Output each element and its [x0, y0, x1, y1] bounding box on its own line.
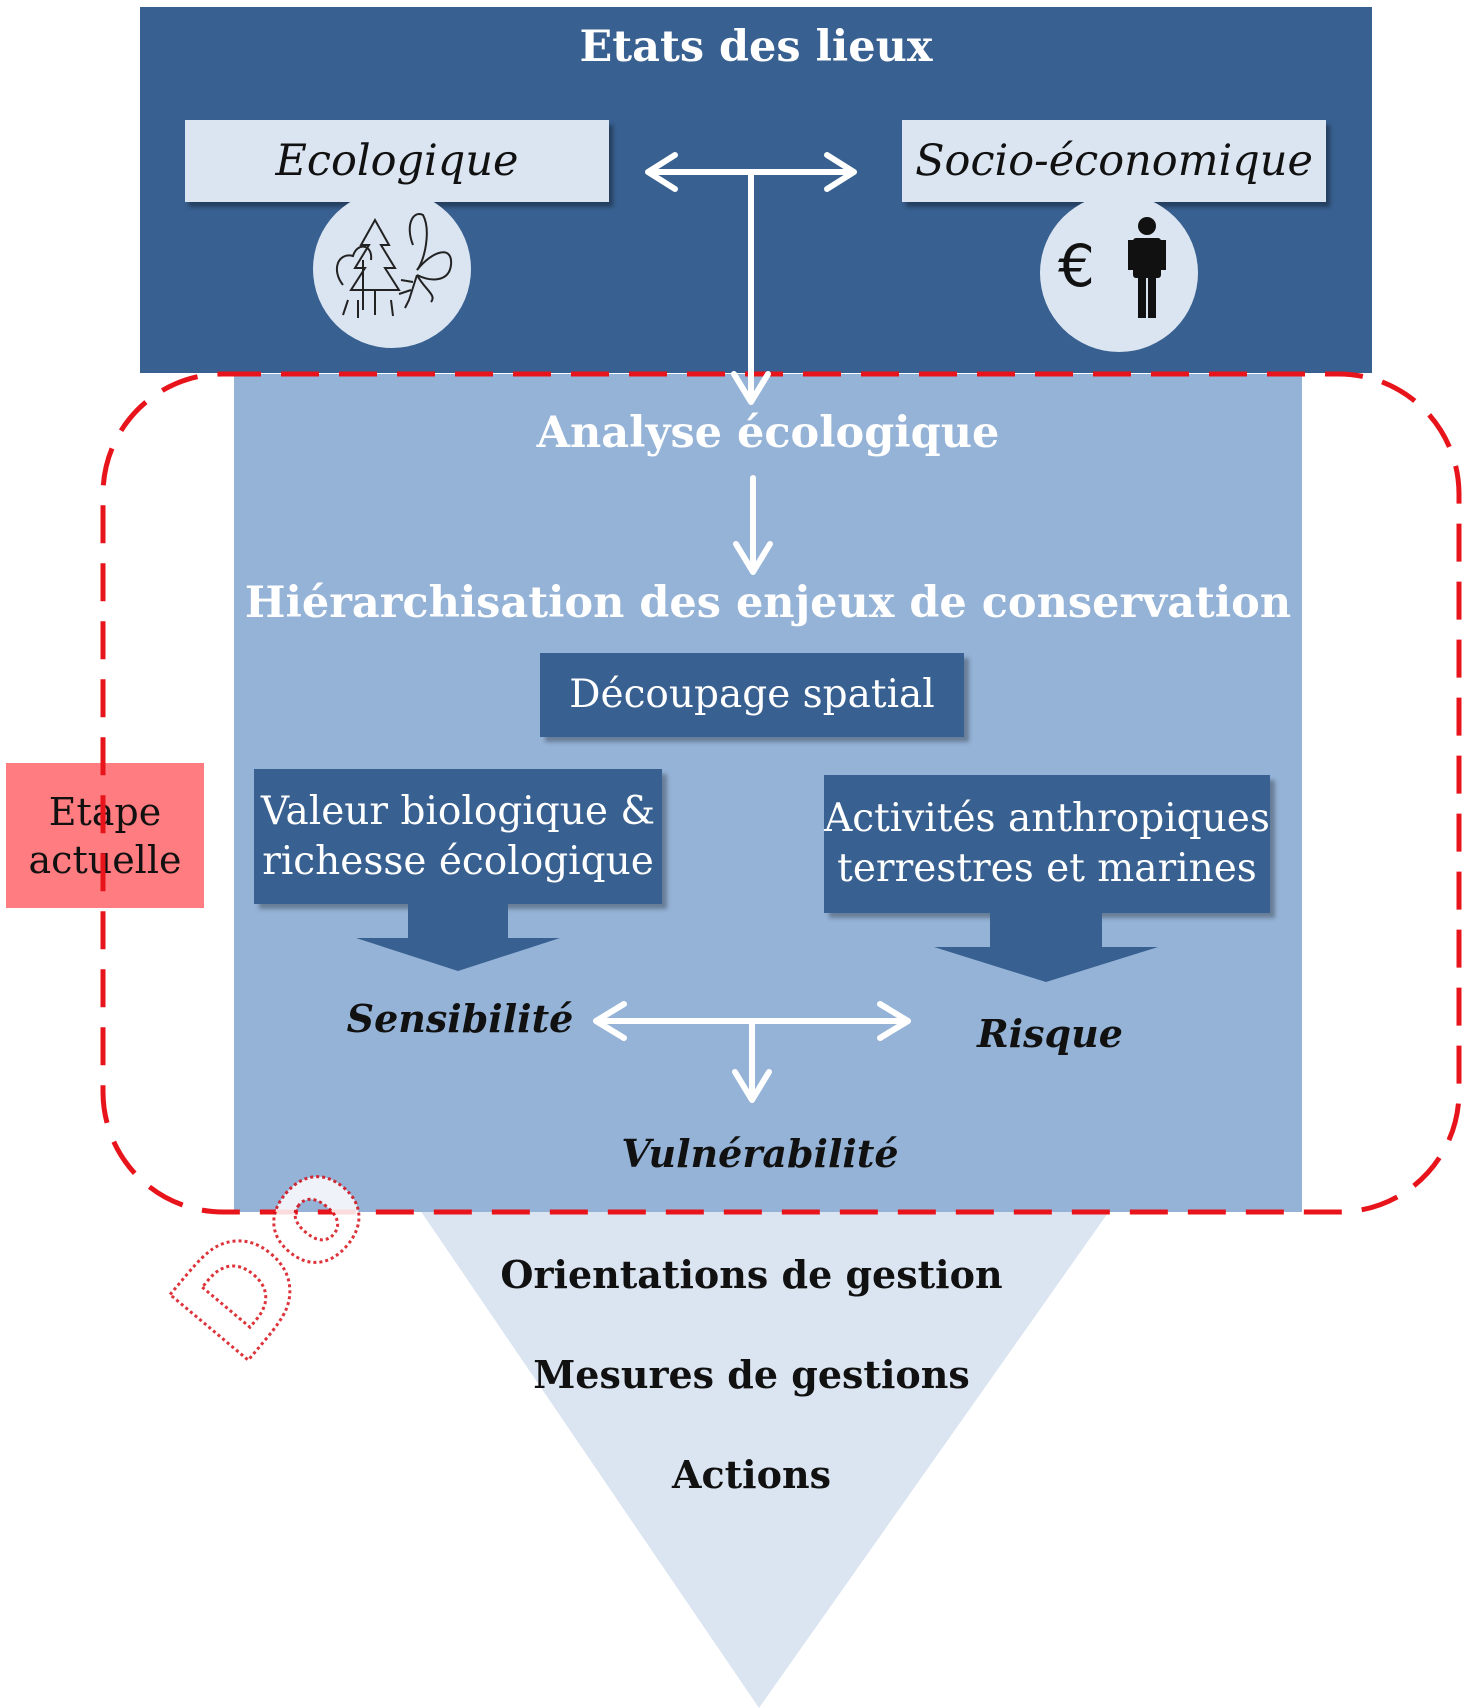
euro-icon: € — [1058, 232, 1095, 300]
analysis-title: Analyse écologique — [536, 408, 1000, 458]
risk-label: Risque — [977, 1011, 1123, 1056]
state-title: Etats des lieux — [579, 22, 933, 72]
activities-down-arrow — [934, 913, 1158, 982]
spatial-box: Découpage spatial — [540, 653, 964, 737]
watermark: Do — [140, 1123, 404, 1393]
activities-box: Activités anthropiques terrestres et mar… — [824, 775, 1270, 913]
ecological-box: Ecologique — [185, 120, 609, 202]
socio-economic-box: Socio-économique — [902, 120, 1326, 202]
outcome-measures: Mesures de gestions — [533, 1352, 970, 1397]
outcome-actions: Actions — [672, 1452, 831, 1497]
ecology-circle — [313, 190, 471, 348]
state-exchange-arrow — [645, 152, 857, 405]
sensitivity-risk-arrow — [593, 1001, 911, 1103]
economy-circle: € — [1040, 194, 1198, 352]
person-icon — [1128, 217, 1166, 318]
funnel-triangle — [420, 1210, 1110, 1708]
sensitivity-label: Sensibilité — [346, 996, 574, 1041]
svg-text:Do: Do — [141, 1124, 402, 1391]
current-stage-outline — [100, 371, 1462, 1215]
bio-value-down-arrow — [356, 904, 560, 971]
vulnerability-label: Vulnérabilité — [621, 1131, 899, 1176]
flora-fauna-icon — [335, 213, 453, 318]
hierarchy-title: Hiérarchisation des enjeux de conservati… — [244, 578, 1292, 628]
outcome-orientations: Orientations de gestion — [500, 1252, 1003, 1297]
bio-value-box: Valeur biologique & richesse écologique — [254, 769, 662, 904]
analysis-down-arrow — [733, 475, 773, 575]
